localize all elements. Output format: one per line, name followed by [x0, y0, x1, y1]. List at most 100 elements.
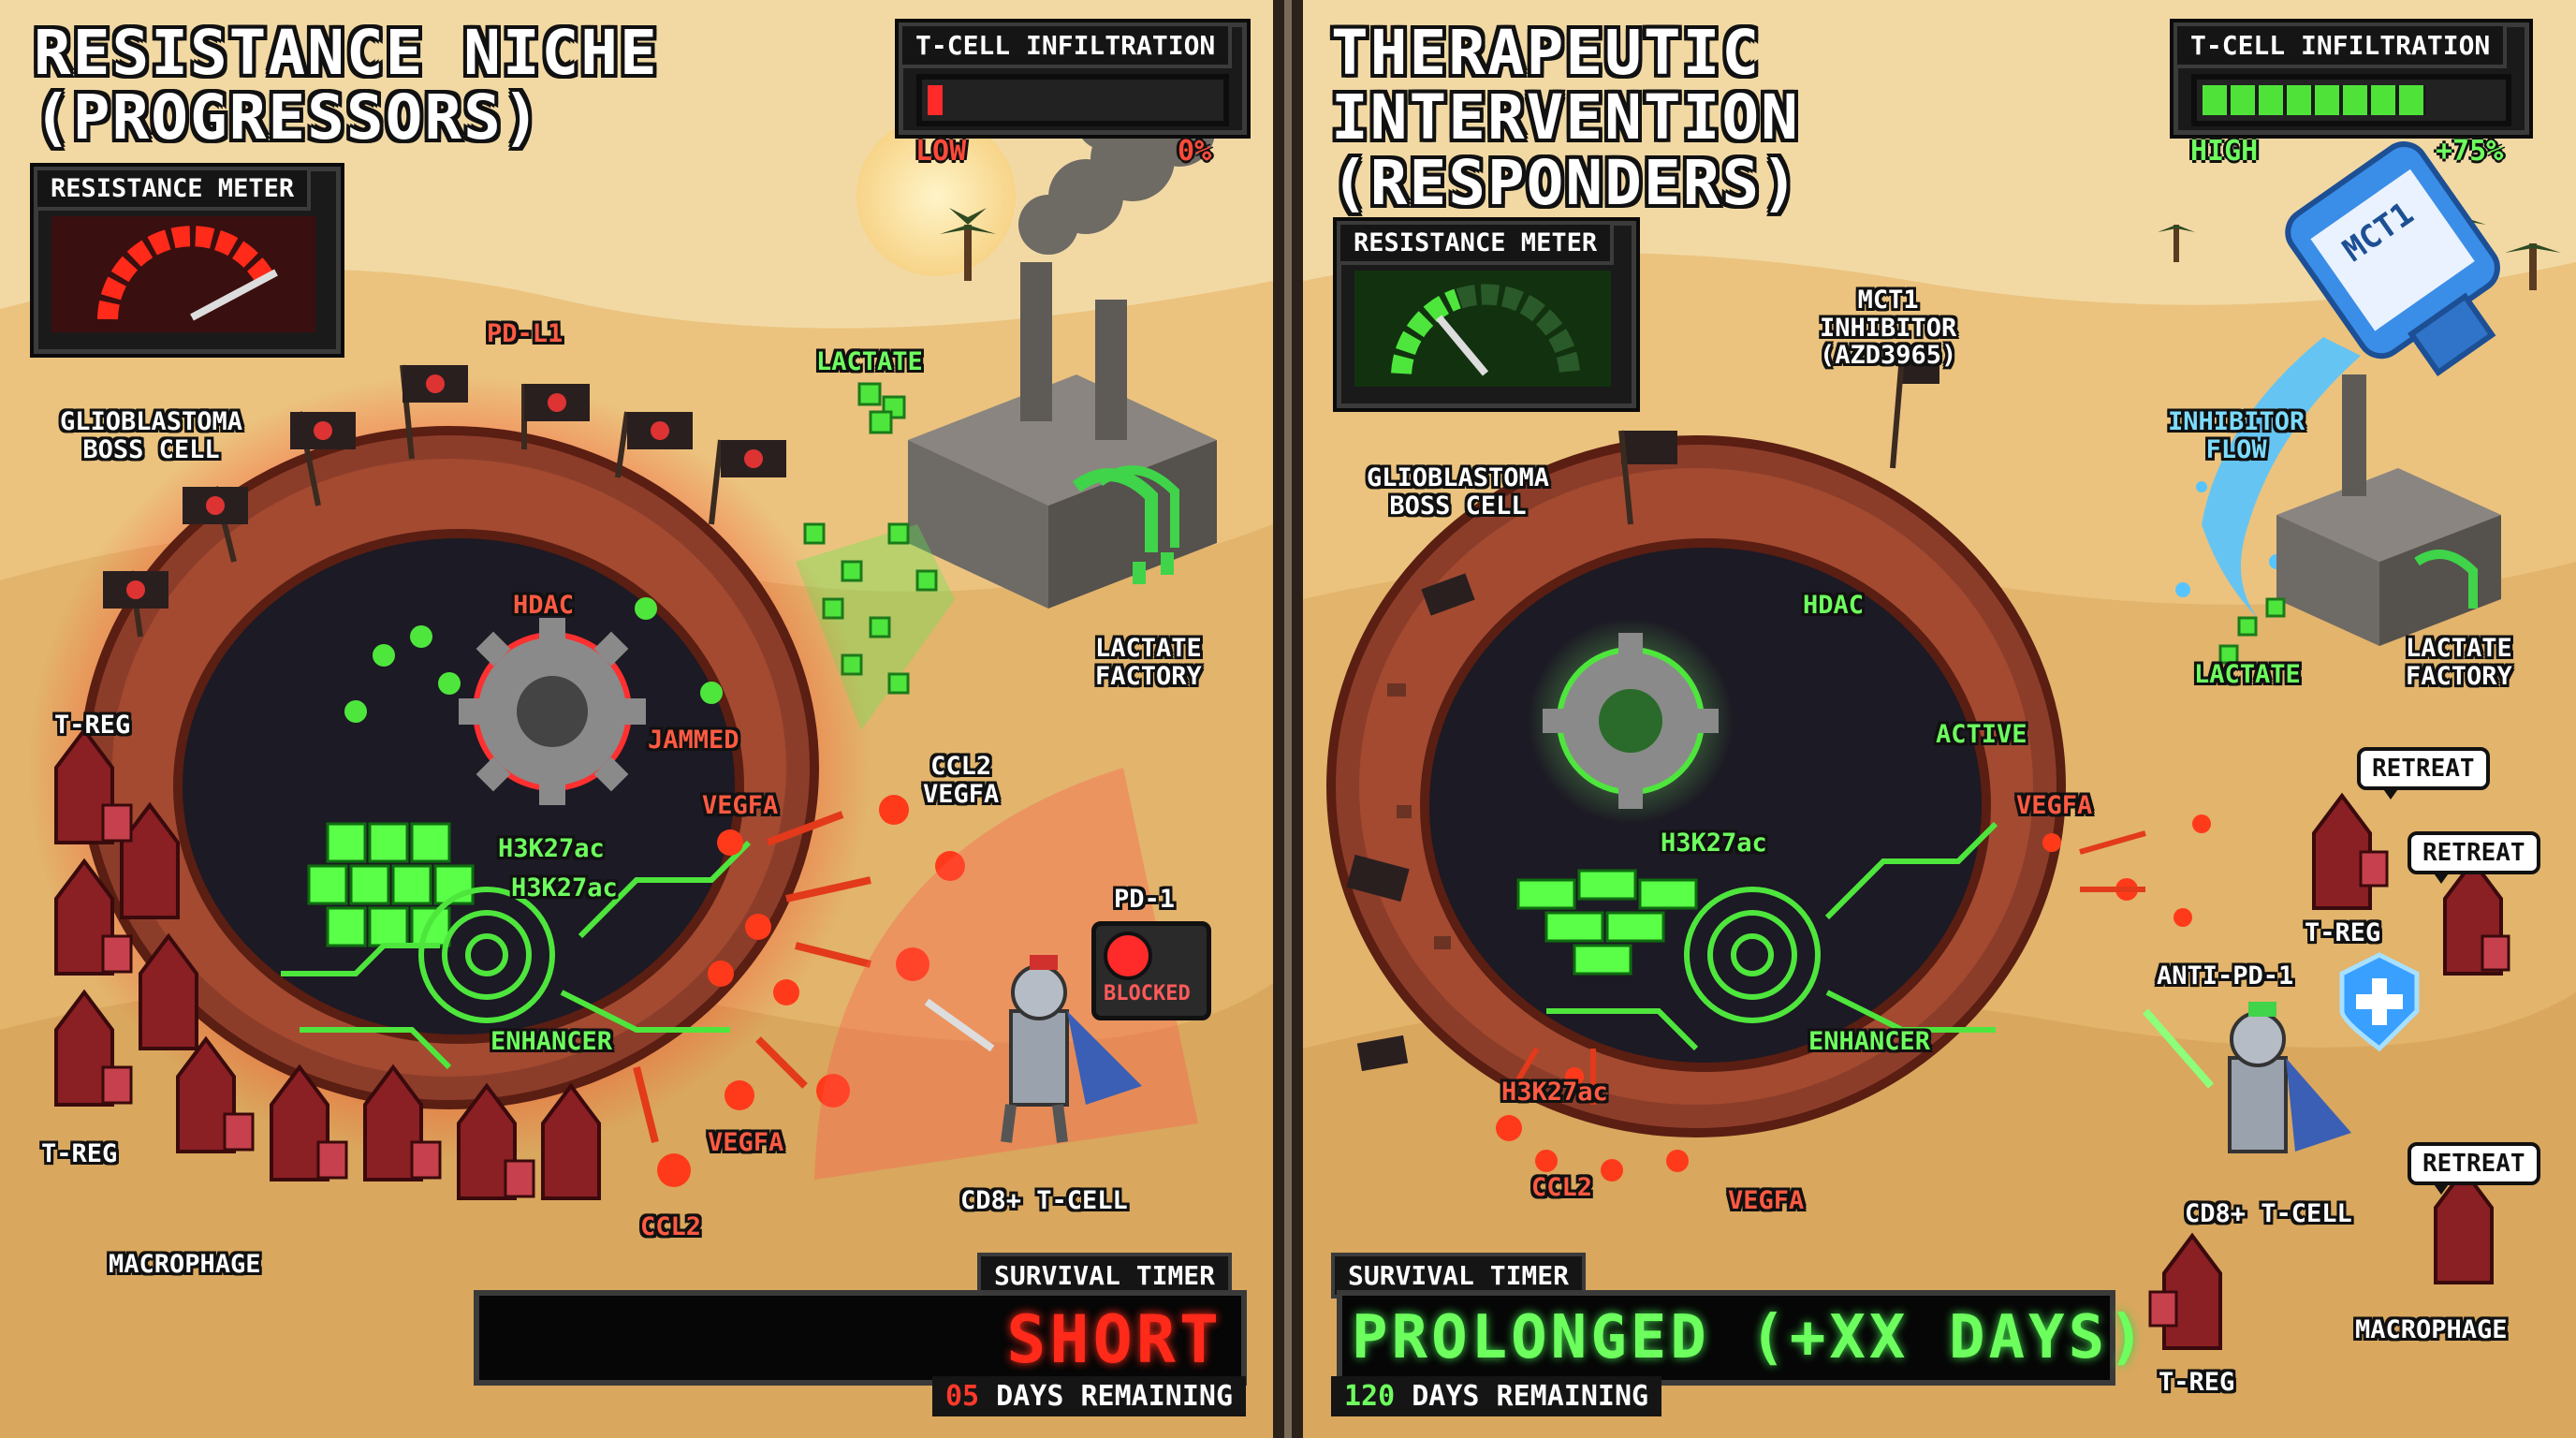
right-boss-line2: BOSS CELL: [1389, 491, 1527, 521]
left-panel-progressors: RESISTANCE NICHE (PROGRESSORS) RESISTANC…: [0, 0, 1273, 1438]
vegfa-projectiles: [657, 795, 965, 1187]
right-timer-value: PROLONGED (+XX DAYS): [1352, 1303, 2148, 1372]
left-factory-line2: FACTORY: [1095, 661, 1202, 691]
left-resistance-meter: RESISTANCE METER: [34, 167, 341, 354]
mct1-line3: (AZD3965): [1820, 341, 1957, 371]
right-treg-label-2: T-REG: [2159, 1368, 2235, 1397]
right-vegfa-label-2: VEGFA: [1728, 1186, 1805, 1215]
left-vegfa-label-1: VEGFA: [702, 791, 779, 820]
panel-divider: [1273, 0, 1303, 1438]
left-treg-label-1: T-REG: [54, 711, 131, 740]
right-resistance-meter-label: RESISTANCE METER: [1337, 221, 1615, 265]
right-ccl2-label: CCL2: [1531, 1173, 1593, 1202]
left-cd8-label: CD8+ T-CELL: [960, 1186, 1128, 1215]
right-days-remaining: 120 DAYS REMAINING: [1331, 1376, 1662, 1416]
right-tcell-infiltration: T-CELL INFILTRATION: [2174, 22, 2529, 135]
sun-icon: [856, 117, 1016, 276]
right-macrophage-label: MACROPHAGE: [2355, 1315, 2508, 1344]
right-gauge-icon: [1391, 284, 1580, 376]
ccl2-vegfa-label: CCL2 VEGFA: [923, 753, 999, 808]
left-h3k27ac-label-2: H3K27ac: [511, 873, 618, 902]
right-nucleus-core: [1420, 538, 1991, 1072]
right-cd8-knight-icon: [2142, 1002, 2351, 1153]
right-panel-responders: THERAPEUTIC INTERVENTION (RESPONDERS) RE…: [1303, 0, 2576, 1438]
pdl1-label: PD-L1: [487, 319, 564, 348]
right-treg-label-1: T-REG: [2305, 918, 2381, 947]
green-molecules: [344, 597, 723, 723]
right-tcell-level: HIGH: [2190, 135, 2259, 168]
left-resistance-meter-label: RESISTANCE METER: [34, 167, 312, 211]
mct1-inhibitor-bottle-icon: [2285, 141, 2500, 376]
right-survival-timer: PROLONGED (+XX DAYS): [1337, 1290, 2144, 1386]
left-factory-label: LACTATE FACTORY: [1095, 635, 1202, 690]
pd1-blocked-switch: BLOCKED: [1091, 921, 1211, 1020]
right-days-text: DAYS REMAINING: [1395, 1380, 1649, 1413]
left-tcell-infiltration: T-CELL INFILTRATION: [899, 22, 1247, 135]
active-label: ACTIVE: [1936, 720, 2027, 749]
left-days-remaining: 05 DAYS REMAINING: [932, 1376, 1247, 1416]
inhibitor-flow-stream: [2202, 337, 2361, 618]
left-tcell-percent: 0%: [1178, 135, 1212, 168]
shield-icons: [101, 803, 535, 1198]
left-days-number: 05: [945, 1380, 980, 1413]
h3k27ac-chromatin-cluster: [307, 822, 475, 947]
mct1-inhibitor-label: MCT1 INHIBITOR (AZD3965): [1820, 286, 1956, 370]
right-title-line3: (RESPONDERS): [1331, 146, 1800, 219]
right-boss-label: GLIOBLASTOMA BOSS CELL: [1367, 464, 1549, 520]
mct1-line1: MCT1: [1857, 286, 1919, 315]
inhibitor-flow-line2: FLOW: [2205, 434, 2267, 464]
hdac-gear-icon: [459, 618, 646, 805]
right-h3k27ac-label-1: H3K27ac: [1661, 829, 1767, 858]
right-lactate-factory-icon: [2276, 374, 2501, 646]
right-cd8-label: CD8+ T-CELL: [2185, 1199, 2352, 1228]
left-macrophage-label: MACROPHAGE: [109, 1250, 261, 1279]
right-lactate-particles: [2218, 597, 2286, 665]
pdl1-flags: [103, 364, 786, 638]
left-vegfa-label-2: VEGFA: [708, 1128, 784, 1157]
retreat-bubble-3: RETREAT: [2408, 1142, 2540, 1195]
ccl2-vegfa-line1: CCL2: [930, 752, 992, 781]
right-tcell-bar: [2191, 74, 2511, 126]
inhibitor-flow-line1: INHIBITOR: [2168, 407, 2305, 436]
right-tcell-bar-fill: [2203, 85, 2426, 115]
signal-arrows: [633, 811, 871, 1143]
right-days-number: 120: [1344, 1380, 1396, 1413]
left-title-line1: RESISTANCE NICHE: [34, 17, 659, 89]
right-lactate-label: LACTATE: [2194, 660, 2301, 689]
right-hdac-gear-icon: [1528, 618, 1734, 824]
debris: [1387, 683, 1451, 949]
pd1-knob-icon: [1104, 932, 1152, 980]
left-boss-line1: GLIOBLASTOMA: [60, 407, 243, 436]
left-survival-timer: SHORT: [474, 1290, 1247, 1386]
right-h3k27ac-chromatin: [1516, 869, 1698, 976]
right-factory-line1: LACTATE: [2406, 634, 2512, 663]
left-scene-art: [0, 0, 1273, 1438]
left-days-text: DAYS REMAINING: [979, 1380, 1234, 1413]
jammed-label: JAMMED: [648, 726, 739, 755]
left-gauge-icon: [97, 226, 278, 321]
anti-pd1-shield-icon: [2339, 952, 2420, 1052]
left-tcell-bar-fill: [928, 85, 943, 115]
right-meter-screen: [1354, 271, 1611, 387]
left-ccl2-label: CCL2: [640, 1212, 702, 1241]
left-treg-label-2: T-REG: [41, 1139, 118, 1168]
palm-tree-icon: [940, 208, 996, 281]
cd8-tcell-knight-icon: [924, 955, 1142, 1143]
left-tcell-bar: [916, 74, 1229, 126]
left-tcell-label: T-CELL INFILTRATION: [899, 22, 1233, 68]
right-resistance-meter: RESISTANCE METER: [1337, 221, 1636, 408]
enhancer-circuit: [281, 840, 752, 1070]
mct1-line2: INHIBITOR: [1820, 313, 1957, 343]
ccl2-vegfa-line2: VEGFA: [923, 779, 1000, 809]
right-vegfa-label-1: VEGFA: [2016, 791, 2093, 820]
anti-pd1-label: ANTI-PD-1: [2157, 961, 2294, 990]
right-enhancer-circuit: [1546, 821, 1998, 1051]
left-title: RESISTANCE NICHE (PROGRESSORS): [34, 21, 659, 151]
retreating-tregs: [2162, 792, 2503, 1350]
right-title: THERAPEUTIC INTERVENTION (RESPONDERS): [1331, 21, 1800, 215]
pd1-label: PD-1: [1114, 885, 1176, 914]
right-factory-label: LACTATE FACTORY: [2406, 635, 2512, 690]
right-h3k27ac-label-2: H3K27ac: [1501, 1078, 1608, 1107]
left-meter-screen: [51, 216, 315, 332]
retreat-bubble-1: RETREAT: [2357, 747, 2490, 800]
